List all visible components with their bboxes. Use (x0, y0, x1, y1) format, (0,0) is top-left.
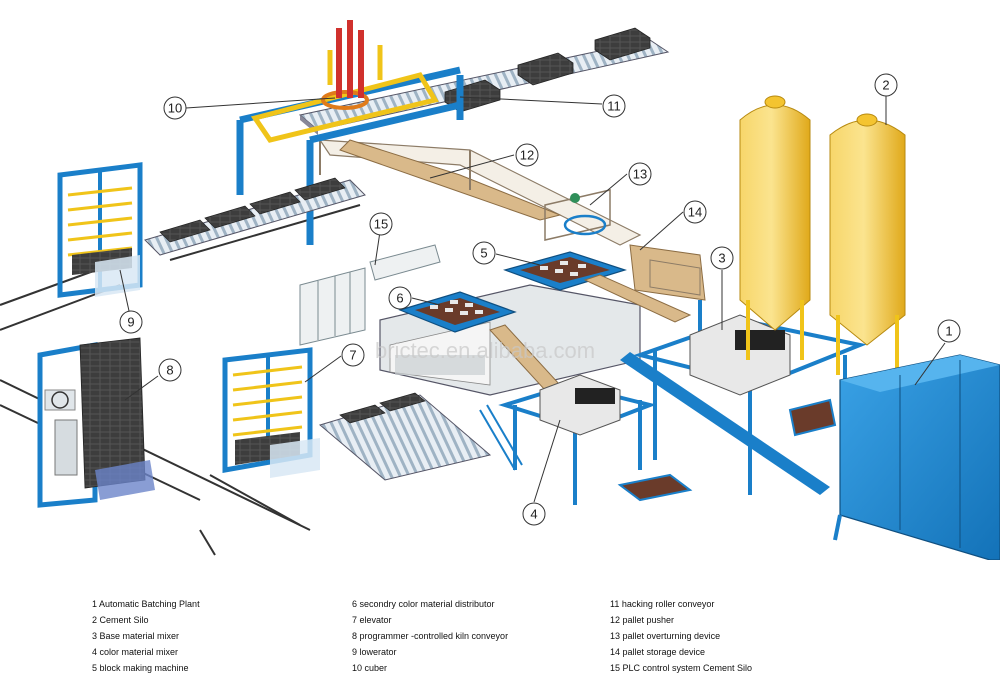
callout-5: 5 (472, 241, 496, 265)
cement-silo-left (739, 95, 811, 360)
callout-10: 10 (163, 96, 187, 120)
callout-2: 2 (874, 73, 898, 97)
callout-15: 15 (369, 212, 393, 236)
legend: 1 Automatic Batching Plant 2 Cement Silo… (0, 560, 1000, 699)
callout-13: 13 (628, 162, 652, 186)
callout-label: 8 (166, 363, 173, 378)
cuber (236, 20, 464, 245)
legend-item: 10 cuber (352, 663, 388, 673)
main-hopper (503, 251, 627, 291)
callout-12: 12 (515, 143, 539, 167)
callout-label: 1 (945, 324, 952, 339)
legend-item: 11 hacking roller conveyor (610, 599, 715, 609)
legend-item: 8 programmer -controlled kiln conveyor (352, 631, 509, 641)
legend-item: 12 pallet pusher (610, 615, 675, 625)
callout-label: 14 (688, 205, 702, 220)
callout-3: 3 (710, 246, 734, 270)
pallet-pusher (318, 139, 642, 246)
legend-item: 1 Automatic Batching Plant (92, 599, 200, 609)
callout-14: 14 (683, 200, 707, 224)
callout-7: 7 (341, 343, 365, 367)
callout-leaders (119, 96, 946, 503)
callout-1: 1 (937, 319, 961, 343)
plc-control-cabinet (299, 244, 441, 346)
lowerator (57, 162, 143, 298)
legend-item: 5 block making machine (92, 663, 189, 673)
callout-label: 4 (530, 507, 537, 522)
pallet-overturning-device (544, 189, 611, 241)
pallet-storage-device (629, 244, 706, 301)
legend-item: 2 Cement Silo (92, 615, 149, 625)
callout-label: 7 (349, 348, 356, 363)
elevator (222, 347, 320, 478)
legend-column-3: 11 hacking roller conveyor 12 pallet pus… (610, 596, 752, 676)
callout-6: 6 (388, 286, 412, 310)
legend-item: 4 color material mixer (92, 647, 179, 657)
legend-item: 7 elevator (352, 615, 392, 625)
callout-4: 4 (522, 502, 546, 526)
watermark-text: brictec.en.alibaba.com (375, 338, 595, 363)
legend-item: 9 lowerator (352, 647, 397, 657)
production-line-diagram: brictec.en.alibaba.com 1 2 3 4 5 (0, 20, 1000, 560)
kiln-conveyor (318, 392, 492, 481)
callout-label: 3 (718, 251, 725, 266)
callout-label: 2 (882, 78, 889, 93)
callout-8: 8 (158, 358, 182, 382)
callout-label: 6 (396, 291, 403, 306)
kiln-conveyor-stacker (37, 337, 155, 508)
legend-column-2: 6 secondry color material distributor 7 … (352, 596, 508, 676)
legend-item: 6 secondry color material distributor (352, 599, 495, 609)
callout-label: 9 (127, 315, 134, 330)
base-material-mixer (633, 300, 867, 495)
material-belts (489, 274, 830, 495)
legend-column-1: 1 Automatic Batching Plant 2 Cement Silo… (92, 596, 200, 676)
callout-label: 13 (633, 167, 647, 182)
cement-silo-right (829, 113, 906, 375)
color-material-mixer (479, 374, 693, 505)
legend-item: 13 pallet overturning device (610, 631, 721, 641)
callout-label: 5 (480, 246, 487, 261)
callout-label: 11 (607, 99, 621, 114)
callout-label: 15 (374, 217, 388, 232)
callout-9: 9 (119, 310, 143, 334)
lowerator-conveyor (144, 177, 366, 256)
legend-item: 14 pallet storage device (610, 647, 706, 657)
callout-11: 11 (602, 94, 626, 118)
callout-label: 12 (520, 148, 534, 163)
legend-item: 15 PLC control system Cement Silo (610, 663, 753, 673)
legend-item: 3 Base material mixer (92, 631, 180, 641)
callout-label: 10 (168, 101, 182, 116)
automatic-batching-plant (833, 354, 1000, 560)
